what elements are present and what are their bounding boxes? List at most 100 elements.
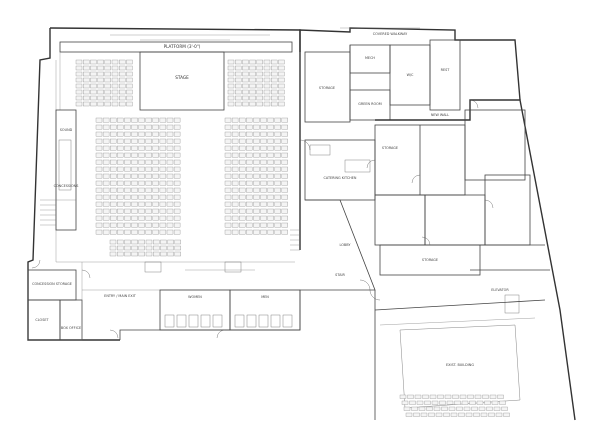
seat — [239, 215, 246, 221]
seat — [281, 173, 288, 179]
seat — [486, 406, 493, 411]
seat — [95, 180, 103, 186]
seat — [131, 251, 138, 257]
seat — [126, 59, 133, 65]
seat — [117, 159, 124, 165]
seat — [75, 77, 83, 83]
seat — [253, 180, 260, 186]
seat — [131, 166, 138, 172]
seat — [159, 173, 167, 179]
seat — [166, 117, 174, 123]
seat — [249, 95, 256, 101]
seat — [173, 229, 181, 235]
seat — [227, 89, 235, 95]
seat — [246, 222, 253, 228]
seat — [119, 95, 126, 101]
seat — [235, 65, 242, 71]
doors — [31, 99, 494, 339]
seat — [249, 65, 256, 71]
seat — [239, 117, 246, 123]
seat — [405, 412, 413, 417]
seat — [109, 245, 117, 251]
seat — [231, 208, 239, 214]
seat — [246, 201, 253, 207]
seat — [227, 83, 235, 89]
seat — [274, 215, 281, 221]
seat — [124, 173, 131, 179]
seat — [102, 131, 110, 137]
seat — [271, 101, 278, 107]
existing-seating — [399, 394, 510, 417]
seat — [173, 145, 181, 151]
seat — [117, 208, 124, 214]
seat — [102, 187, 110, 193]
seat — [104, 95, 111, 101]
sound-label: SOUND — [60, 128, 73, 132]
closet-label: CLOSET — [35, 318, 49, 322]
seat — [491, 400, 499, 405]
seat — [260, 194, 267, 200]
seat — [235, 101, 242, 107]
seat — [95, 159, 103, 165]
seat — [166, 222, 174, 228]
seat — [260, 131, 267, 137]
seat — [90, 83, 97, 89]
seat — [260, 138, 267, 144]
seat — [110, 187, 117, 193]
seat — [95, 166, 103, 172]
seat — [271, 83, 278, 89]
seat — [166, 201, 174, 207]
seat — [119, 77, 126, 83]
seat — [131, 180, 138, 186]
seat — [117, 239, 124, 245]
seat — [239, 145, 246, 151]
seat — [160, 239, 167, 245]
seat — [95, 187, 103, 193]
seat — [124, 180, 131, 186]
seat — [281, 166, 288, 172]
seat — [83, 89, 90, 95]
seat — [231, 180, 239, 186]
seat — [110, 180, 117, 186]
seat — [153, 245, 160, 251]
seat — [124, 187, 131, 193]
seat — [145, 159, 152, 165]
seat — [90, 71, 97, 77]
concessions-label: CONCESSIONS — [54, 184, 79, 188]
seat — [131, 194, 138, 200]
seat — [173, 152, 181, 158]
seat — [145, 251, 153, 257]
seat — [131, 124, 138, 130]
seat — [152, 229, 159, 235]
seat — [281, 131, 288, 137]
seat — [456, 406, 463, 411]
seat — [278, 95, 285, 101]
seat — [503, 412, 510, 417]
seat — [95, 173, 103, 179]
seat — [124, 229, 131, 235]
seat — [267, 208, 274, 214]
seat — [111, 89, 119, 95]
seat — [102, 145, 110, 151]
seat — [267, 201, 274, 207]
seat — [102, 201, 110, 207]
seat — [256, 83, 263, 89]
seat — [83, 65, 90, 71]
seat — [152, 180, 159, 186]
seat — [271, 95, 278, 101]
seat — [145, 131, 152, 137]
seat — [253, 166, 260, 172]
seat — [145, 194, 152, 200]
seating — [75, 59, 288, 257]
seat — [124, 201, 131, 207]
seat — [138, 173, 145, 179]
seat — [160, 251, 167, 257]
seat — [166, 159, 174, 165]
seat — [231, 138, 239, 144]
seat — [138, 152, 145, 158]
stair-label: STAIR — [335, 273, 345, 277]
seat — [166, 187, 174, 193]
seat — [166, 229, 174, 235]
seat — [239, 229, 246, 235]
seat — [138, 251, 145, 257]
